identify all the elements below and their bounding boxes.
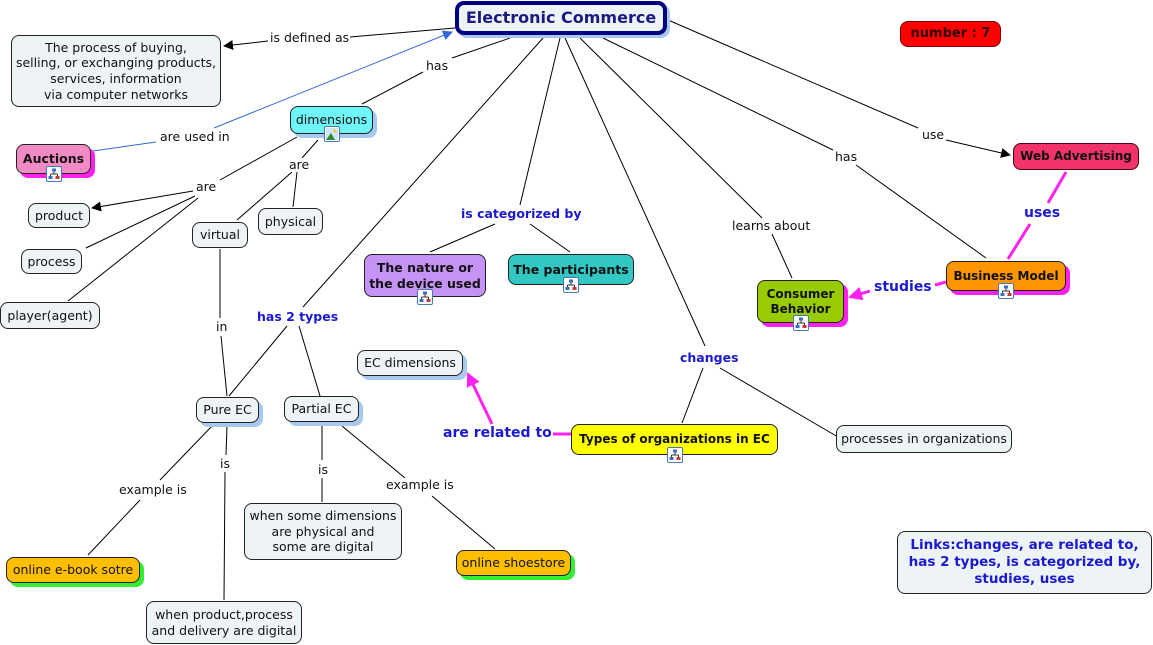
concept-label: Consumer Behavior (766, 286, 835, 316)
link-line (298, 325, 321, 397)
concept-auctions[interactable]: Auctions (16, 144, 91, 182)
submap-icon[interactable] (666, 447, 683, 463)
link-line (579, 37, 763, 219)
link-line (223, 471, 226, 601)
concept-partial-ec[interactable]: Partial EC (284, 396, 359, 422)
link-line (85, 195, 196, 249)
number-badge: number : 7 (900, 21, 1001, 47)
link-line (667, 19, 919, 129)
link-label-learns-about: learns about (731, 218, 812, 233)
link-line (681, 367, 704, 424)
concept-label: Types of organizations in EC (579, 432, 770, 446)
concept-business-model[interactable]: Business Model (946, 261, 1066, 299)
link-line (564, 37, 706, 347)
link-line (361, 71, 424, 105)
link-line (220, 335, 228, 397)
concept-physical[interactable]: physical (258, 208, 323, 235)
concept-product[interactable]: product (28, 203, 90, 228)
link-label-changes: changes (679, 350, 740, 365)
link-line (855, 164, 987, 259)
link-line (292, 171, 298, 208)
submap-icon[interactable] (563, 277, 579, 293)
link-line (301, 139, 319, 159)
link-line (529, 223, 571, 253)
link-line (519, 37, 561, 206)
concept-label: dimensions (295, 112, 368, 128)
concept-process[interactable]: process (21, 249, 82, 274)
concept-online-ebook-store[interactable]: online e-book sotre (6, 557, 140, 583)
link-label-pure-is: is (219, 456, 231, 471)
link-line (87, 499, 141, 556)
link-label-pure-example-is: example is (118, 482, 188, 497)
concept-participants[interactable]: The participants (508, 254, 634, 293)
link-line (223, 40, 269, 50)
submap-icon[interactable] (792, 315, 809, 331)
link-line (848, 286, 871, 301)
concept-label: Auctions (22, 151, 85, 167)
link-label-partial-is: is (317, 462, 329, 477)
concept-virtual[interactable]: virtual (192, 222, 248, 248)
concept-consumer-behavior[interactable]: Consumer Behavior (757, 280, 844, 331)
link-label-are-right: are (288, 157, 311, 172)
link-line (219, 136, 298, 181)
concept-online-shoestore[interactable]: online shoestore (456, 550, 571, 576)
link-label-is-defined-as: is defined as (269, 30, 351, 45)
concept-ec-dimensions[interactable]: EC dimensions (357, 350, 463, 376)
link-label-is-categorized-by: is categorized by (460, 206, 583, 221)
submap-icon[interactable] (45, 166, 62, 182)
link-line (91, 190, 194, 212)
concept-processes-in-organizations[interactable]: processes in organizations (836, 425, 1012, 453)
concept-pure-ec[interactable]: Pure EC (196, 397, 259, 423)
link-label-are-left: are (195, 179, 218, 194)
link-line (341, 425, 406, 479)
link-line (1046, 171, 1068, 204)
link-line (466, 372, 494, 425)
link-line (771, 233, 793, 279)
concept-label: The nature or the device used (369, 259, 481, 291)
link-line (302, 37, 544, 308)
concept-label: Business Model (953, 268, 1059, 283)
links-legend: Links:changes, are related to, has 2 typ… (897, 531, 1152, 594)
link-label-has-business-model: has (834, 149, 859, 164)
link-line (451, 37, 511, 59)
link-line (67, 197, 199, 302)
concept-electronic-commerce[interactable]: Electronic Commerce (455, 1, 667, 35)
image-icon[interactable] (323, 126, 340, 142)
link-line (719, 367, 839, 438)
concept-types-of-organizations[interactable]: Types of organizations in EC (571, 424, 778, 463)
link-line (228, 325, 288, 397)
link-label-partial-example-is: example is (385, 477, 455, 492)
submap-icon[interactable] (417, 289, 433, 305)
link-label-has-dimensions: has (425, 58, 450, 73)
link-line (945, 139, 1011, 158)
link-line (349, 27, 456, 38)
link-label-are-related-to: are related to (442, 425, 553, 442)
link-line (429, 223, 496, 253)
link-label-studies: studies (873, 279, 933, 296)
concept-pure-definition[interactable]: when product,process and delivery are di… (146, 601, 302, 644)
link-line (159, 424, 214, 481)
link-label-has-2-types: has 2 types (256, 309, 340, 324)
concept-player-agent[interactable]: player(agent) (0, 302, 100, 329)
link-line (1006, 223, 1032, 260)
link-label-are-used-in: are used in (159, 129, 231, 144)
concept-web-advertising[interactable]: Web Advertising (1013, 143, 1139, 170)
link-label-uses: uses (1023, 205, 1062, 222)
concept-nature-device[interactable]: The nature or the device used (364, 254, 486, 305)
link-label-use: use (921, 127, 946, 142)
link-line (602, 37, 834, 151)
link-line (225, 425, 228, 456)
link-line (236, 171, 293, 221)
link-label-in: in (215, 319, 229, 334)
link-line (431, 495, 496, 550)
link-line (934, 280, 947, 287)
link-line (213, 30, 453, 129)
concept-definition[interactable]: The process of buying, selling, or excha… (11, 35, 221, 107)
concept-partial-definition[interactable]: when some dimensions are physical and so… (244, 503, 402, 560)
concept-label: The participants (513, 261, 629, 277)
concept-dimensions[interactable]: dimensions (290, 106, 373, 142)
submap-icon[interactable] (998, 283, 1014, 299)
link-line (92, 141, 157, 152)
